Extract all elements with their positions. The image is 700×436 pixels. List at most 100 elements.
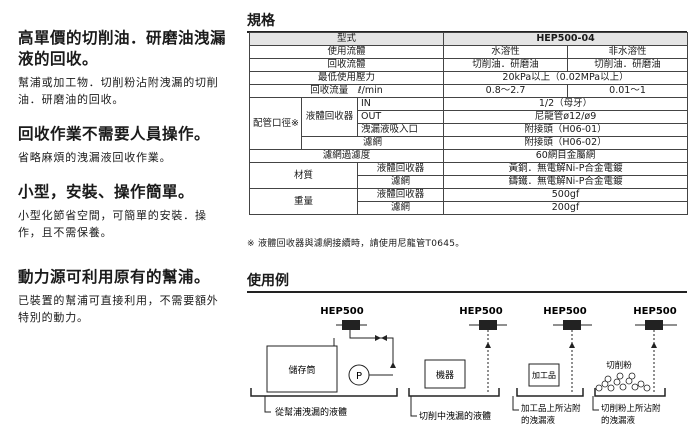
spec-row-wt-filter: 濾網 200gf (250, 201, 689, 215)
spec-pressure-value: 20kPa以上（0.02MPa以上） (443, 71, 689, 85)
tray-3 (516, 388, 584, 397)
spec-flow-nonwater: 0.01～1 (567, 84, 689, 98)
spec-recover-water: 切削油．研磨油 (443, 58, 569, 72)
spec-row-in: 配管口徑※ 液體回收器 IN 1/2（母牙） (249, 97, 689, 150)
valve-1 (375, 335, 381, 341)
spec-pipe-label: 配管口徑※ (249, 97, 302, 150)
features-panel: 高單價的切削油．研磨油洩漏液的回收。 幫浦或加工物．切削粉沾附洩漏的切削油．研磨… (18, 28, 230, 342)
spec-material-label: 材質 (249, 162, 358, 189)
tray-1 (250, 388, 398, 397)
example-pump-leak: HEP500 儲存筒 P 從幫浦洩漏的液體 (250, 306, 398, 418)
feature-3-desc: 小型化節省空間，可簡單的安裝．操作，且不需保養。 (18, 209, 207, 239)
feature-4-desc: 已裝置的幫浦可直接利用，不需要額外特別的動力。 (18, 294, 219, 324)
feature-1: 高單價的切削油．研磨油洩漏液的回收。 幫浦或加工物．切削粉沾附洩漏的切削油．研磨… (18, 28, 230, 108)
caption-leader-2 (410, 396, 417, 417)
spec-in-value: 1/2（母牙） (443, 97, 689, 111)
spec-row-wt-recovery: 重量 液體回收器 500gf (249, 188, 689, 215)
caption-4a: 切削粉上所沾附 (601, 403, 661, 414)
spec-out-label: OUT (356, 110, 445, 124)
spec-in-label: IN (356, 97, 445, 111)
spec-row-fluid: 使用流體 水溶性 非水溶性 (248, 45, 689, 59)
spec-recovery-unit-label: 液體回收器 (301, 97, 358, 137)
pipe-1 (349, 330, 394, 362)
tray-4 (594, 388, 666, 397)
arrow-up-3 (569, 342, 575, 348)
workpiece-label: 加工品 (532, 370, 556, 380)
usage-section-title: 使用例 (247, 270, 687, 293)
tray-2 (408, 388, 500, 397)
spec-flow-label: 回收流量 ℓ/min (248, 84, 445, 98)
spec-suction-label: 洩漏液吸入口 (356, 123, 445, 137)
spec-section-title: 規格 (247, 10, 687, 33)
spec-wt-recovery-label: 液體回收器 (356, 188, 445, 202)
caption-1: 從幫浦洩漏的液體 (275, 406, 347, 418)
spec-row-recover: 回收流體 切削油．研磨油 切削油．研磨油 (248, 58, 689, 72)
spec-row-pressure: 最低使用壓力 20kPa以上（0.02MPa以上） (248, 71, 689, 85)
storage-tank (266, 345, 338, 393)
spec-footnote: ※ 液體回收器與濾網接續時，請使用尼龍管T0645。 (247, 239, 465, 249)
feature-2: 回收作業不需要人員操作。 省略麻煩的洩漏液回收作業。 (18, 124, 230, 166)
arrow-up-1 (390, 362, 396, 368)
spec-model-value: HEP500-04 (443, 32, 689, 46)
caption-4b: 的洩漏液 (601, 415, 636, 426)
spec-mat-recovery-value: 黃銅．無電解Ni-P合金電鍍 (443, 162, 689, 176)
valve-2 (381, 335, 387, 341)
feature-4-title: 動力源可利用原有的幫浦。 (18, 268, 211, 286)
spec-table: 型式 HEP500-04 使用流體 水溶性 非水溶性 回收流體 切削油．研磨油 … (248, 32, 689, 215)
feature-3-title: 小型，安裝、操作簡單。 (18, 183, 195, 201)
spec-filter-label: 濾網 (300, 136, 445, 150)
feature-2-title: 回收作業不需要人員操作。 (18, 125, 211, 143)
spec-model-label: 型式 (248, 32, 445, 46)
spec-fluid-water: 水溶性 (443, 45, 569, 59)
hep500-label-2: HEP500 (459, 306, 502, 317)
spec-filter-value: 附接頭（H06-02） (443, 136, 689, 150)
arrow-up-4 (651, 342, 657, 348)
workpiece-box (528, 363, 560, 387)
spec-suction-value: 附接頭（H06-01） (443, 123, 689, 137)
spec-wt-filter-value: 200gf (443, 201, 689, 215)
machine-label: 機器 (436, 369, 454, 381)
feature-4: 動力源可利用原有的幫浦。 已裝置的幫浦可直接利用，不需要額外特別的動力。 (18, 267, 230, 326)
spec-row-filtration: 濾網過濾度 60網目金屬網 (248, 149, 689, 163)
spec-row-flow: 回收流量 ℓ/min 0.8～2.7 0.01～1 (248, 84, 689, 98)
hep500-label-3: HEP500 (543, 306, 586, 317)
example-chips-leak: HEP500 切削粉 切削粉上所沾附 的洩漏液 (592, 306, 677, 426)
caption-2: 切削中洩漏的液體 (419, 410, 491, 422)
spec-pressure-label: 最低使用壓力 (248, 71, 445, 85)
caption-leader-4 (592, 396, 599, 411)
example-workpiece-leak: HEP500 加工品 加工品上所沾附 的洩漏液 (512, 306, 592, 426)
feature-3: 小型，安裝、操作簡單。 小型化節省空間，可簡單的安裝．操作，且不需保養。 (18, 182, 230, 241)
spec-flow-water: 0.8～2.7 (443, 84, 569, 98)
spec-mat-filter-value: 鑄鐵．無電解Ni-P合金電鍍 (443, 175, 689, 189)
spec-recover-label: 回收流體 (248, 58, 445, 72)
caption-3a: 加工品上所沾附 (521, 403, 581, 414)
spec-mat-recovery-label: 液體回收器 (356, 162, 445, 176)
spec-row-suction: 洩漏液吸入口 附接頭（H06-01） (250, 123, 689, 137)
hep500-label-4: HEP500 (633, 306, 676, 317)
caption-3b: 的洩漏液 (521, 415, 556, 426)
spec-weight-label: 重量 (249, 188, 358, 215)
chips-label: 切削粉 (606, 360, 632, 371)
spec-fluid-label: 使用流體 (248, 45, 445, 59)
storage-tank-label: 儲存筒 (288, 364, 315, 376)
hep500-label-1: HEP500 (320, 306, 363, 317)
spec-row-mat-recovery: 材質 液體回收器 黃銅．無電解Ni-P合金電鍍 (249, 162, 689, 189)
pump-label: P (356, 371, 362, 382)
spec-row-model: 型式 HEP500-04 (248, 32, 689, 46)
spec-out-value: 尼龍管ø12/ø9 (443, 110, 689, 124)
machine-box (424, 359, 466, 389)
feature-1-desc: 幫浦或加工物．切削粉沾附洩漏的切削油．研磨油的回收。 (18, 76, 219, 106)
caption-leader-3 (512, 396, 519, 411)
arrow-up-2 (485, 342, 491, 348)
spec-filtration-value: 60網目金屬網 (443, 149, 689, 163)
chips-pile (595, 372, 651, 392)
example-cutting-leak: HEP500 機器 切削中洩漏的液體 (408, 306, 507, 422)
spec-mat-filter-label: 濾網 (356, 175, 445, 189)
feature-1-title: 高單價的切削油．研磨油洩漏液的回收。 (18, 29, 227, 68)
spec-recover-nonwater: 切削油．研磨油 (567, 58, 689, 72)
spec-wt-filter-label: 濾網 (356, 201, 445, 215)
spec-row-filter: 濾網 附接頭（H06-02） (250, 136, 689, 150)
usage-diagram: HEP500 儲存筒 P 從幫浦洩漏的液體 HEP500 機器 切削中洩漏的液體… (250, 306, 677, 426)
spec-wt-recovery-value: 500gf (443, 188, 689, 202)
spec-fluid-nonwater: 非水溶性 (567, 45, 689, 59)
